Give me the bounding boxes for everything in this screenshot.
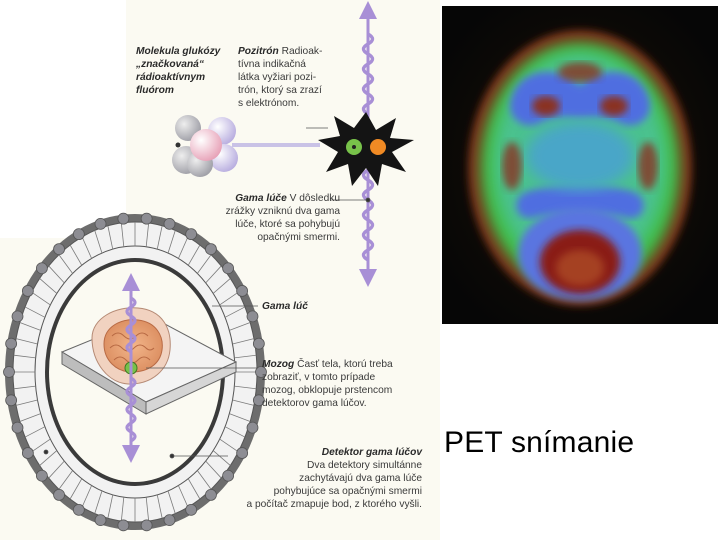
positron-label: Pozitrón Radioak- tívna indikačná látka … — [238, 46, 323, 109]
diagram-graphics — [3, 1, 414, 532]
brain-label: Mozog Časť tela, ktorú treba zobraziť, v… — [262, 359, 393, 409]
gamma-ray-wave-lower — [122, 273, 140, 463]
detector-label: Detektor gama lúčov Dva detektory simult… — [246, 447, 422, 510]
gamma-rays-label: Gama lúče V dôsledku zrážky vzniknú dva … — [225, 193, 340, 243]
glucose-molecule-icon — [172, 115, 320, 177]
pet-illustration: Molekula glukózy „značkovaná“ rádioaktív… — [0, 0, 440, 540]
leader-lines-upper — [306, 127, 371, 203]
leader-lines-lower — [43, 305, 258, 459]
pet-scan-image — [442, 6, 718, 324]
glucose-label: Molekula glukózy „značkovaná“ rádioaktív… — [136, 46, 221, 96]
gamma-ray-label: Gama lúč — [262, 301, 308, 312]
pet-scan-graphic — [442, 6, 718, 324]
page-caption: PET snímanie — [444, 426, 635, 459]
collision-burst-icon — [318, 112, 414, 186]
